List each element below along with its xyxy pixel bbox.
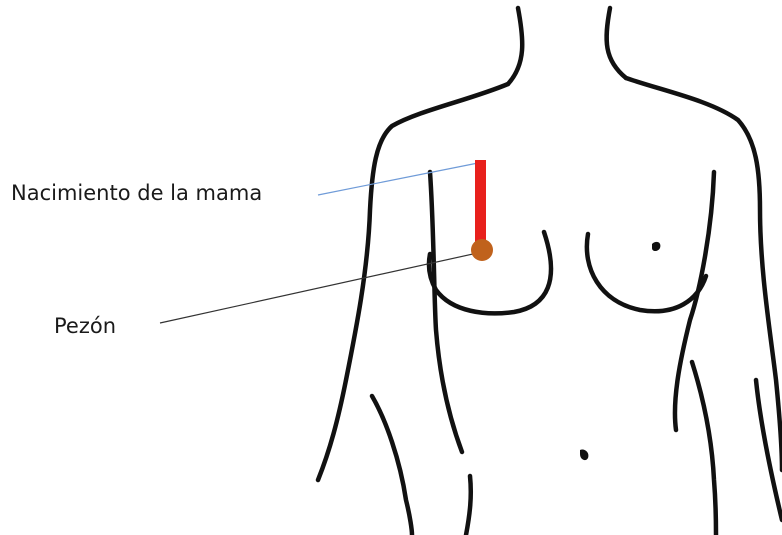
right-nipple-mark <box>652 242 660 251</box>
right-breast-outline <box>587 234 706 311</box>
navel-mark <box>580 449 588 460</box>
nipple-label: Pezón <box>54 316 116 337</box>
neck-right-line <box>607 8 626 78</box>
left-torso-side-line <box>430 172 462 452</box>
right-waist-line <box>692 362 716 535</box>
left-waist-line <box>372 396 412 535</box>
breast-origin-label: Nacimiento de la mama <box>11 183 262 204</box>
neck-left-line <box>508 8 522 84</box>
nipple-marker <box>471 239 493 261</box>
breast-origin-marker <box>475 160 486 246</box>
left-lower-edge-line <box>466 476 471 535</box>
breast-origin-leader-line <box>318 163 478 195</box>
right-torso-side-line <box>675 172 714 430</box>
